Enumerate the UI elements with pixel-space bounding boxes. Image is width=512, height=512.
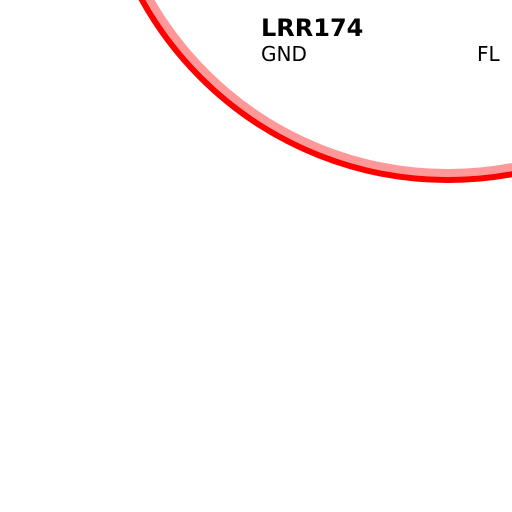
- airspace-inner-band: [145, 0, 512, 177]
- airspace-lower-limit-label: GND: [261, 42, 307, 66]
- airspace-upper-limit-label: FL: [477, 42, 500, 66]
- airspace-name-label: LRR174: [261, 14, 364, 42]
- airspace-outline: [138, 0, 512, 183]
